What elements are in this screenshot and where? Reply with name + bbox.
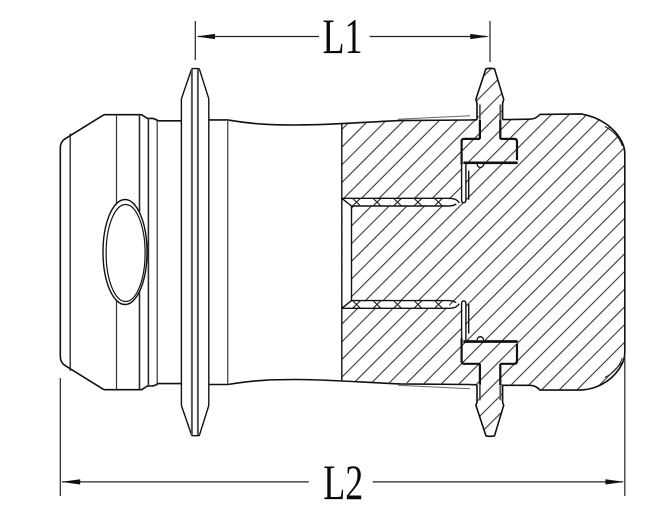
svg-text:L2: L2 bbox=[323, 455, 363, 508]
svg-text:L1: L1 bbox=[323, 10, 363, 65]
